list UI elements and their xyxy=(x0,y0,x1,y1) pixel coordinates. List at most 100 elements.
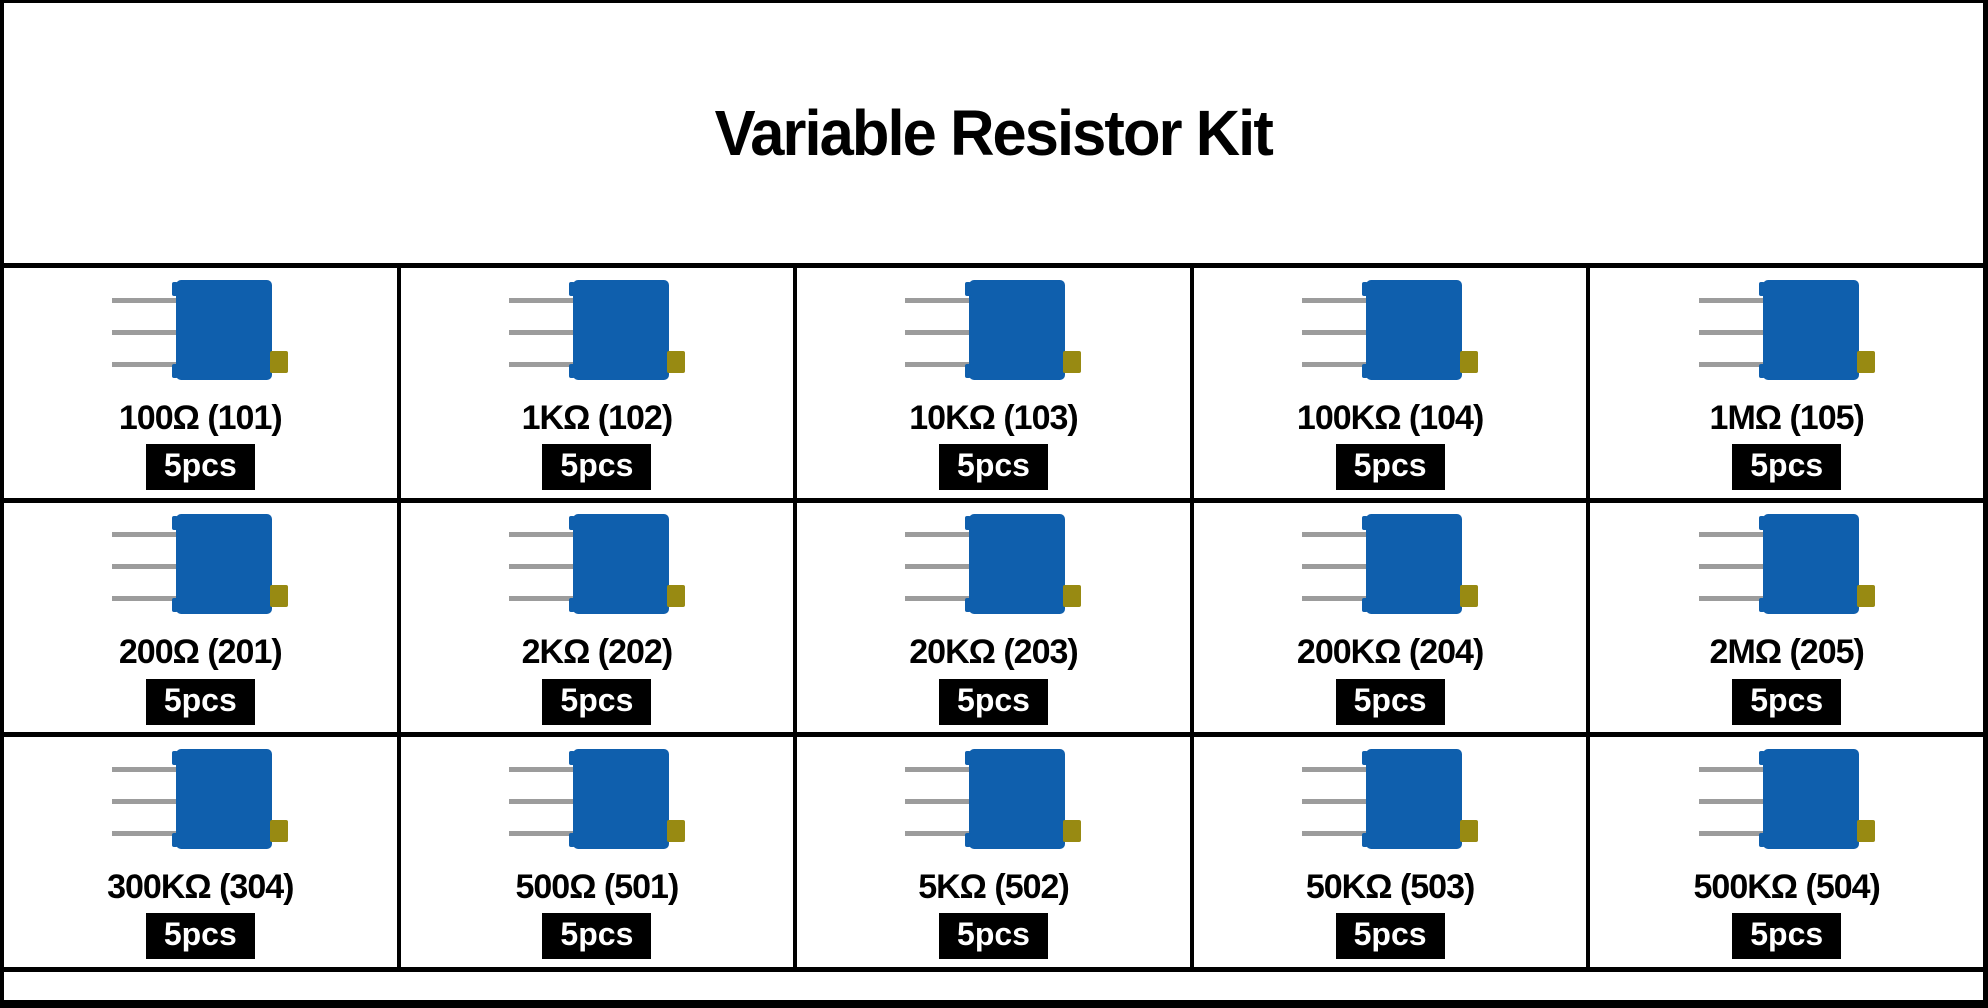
pot-pin-icon xyxy=(1302,297,1370,303)
resistance-value-label: 200Ω (201) xyxy=(118,633,283,672)
pot-pin-icon xyxy=(112,361,180,367)
pot-pin-icon xyxy=(112,532,180,538)
trimmer-potentiometer-icon xyxy=(905,514,1082,618)
pot-body-icon xyxy=(965,279,1066,380)
resistor-cell: 5KΩ (502) 5pcs xyxy=(797,737,1190,967)
pot-pin-icon xyxy=(905,361,973,367)
resistor-cell: 10KΩ (103) 5pcs xyxy=(797,268,1190,498)
resistance-value-label: 500Ω (501) xyxy=(515,867,679,906)
header: Variable Resistor Kit xyxy=(4,3,1983,268)
trimmer-potentiometer-icon xyxy=(1698,514,1875,618)
resistor-cell: 200KΩ (204) 5pcs xyxy=(1193,502,1587,733)
quantity-badge: 5pcs xyxy=(145,913,255,960)
pot-pin-icon xyxy=(1698,596,1766,602)
quantity-badge: 5pcs xyxy=(542,913,652,960)
pot-pin-icon xyxy=(1698,361,1766,367)
resistance-value-label: 5KΩ (502) xyxy=(918,867,1070,906)
quantity-badge: 5pcs xyxy=(1732,443,1842,491)
pot-pin-icon xyxy=(112,798,180,804)
pot-pin-icon xyxy=(1698,564,1766,570)
resistor-cell: 20KΩ (203) 5pcs xyxy=(797,502,1190,733)
trimmer-potentiometer-icon xyxy=(905,748,1082,853)
pot-adjust-screw-icon xyxy=(1460,350,1479,373)
pot-pin-icon xyxy=(112,766,180,772)
pot-pin-icon xyxy=(905,830,973,836)
pot-pin-icon xyxy=(508,361,576,367)
quantity-badge: 5pcs xyxy=(542,678,652,725)
pot-pin-icon xyxy=(1302,766,1370,772)
pot-body-icon xyxy=(1362,279,1463,380)
trimmer-potentiometer-icon xyxy=(112,748,289,853)
pot-pin-icon xyxy=(905,798,973,804)
pot-pin-icon xyxy=(508,798,576,804)
resistance-value-label: 1KΩ (102) xyxy=(521,398,674,437)
resistor-cell: 2KΩ (202) 5pcs xyxy=(400,502,794,733)
pot-pin-icon xyxy=(508,830,576,836)
quantity-badge: 5pcs xyxy=(939,678,1048,725)
resistance-value-label: 500KΩ (504) xyxy=(1693,867,1881,906)
resistor-grid: 100Ω (101) 5pcs 1KΩ (102) 5pcs 10KΩ (103… xyxy=(4,268,1983,967)
pot-pin-icon xyxy=(1302,830,1370,836)
pot-adjust-screw-icon xyxy=(1460,819,1479,842)
pot-pin-icon xyxy=(1698,329,1766,335)
resistance-value-label: 100Ω (101) xyxy=(118,398,283,437)
pot-pin-icon xyxy=(112,297,180,303)
pot-body-icon xyxy=(568,514,669,615)
pot-pin-icon xyxy=(112,830,180,836)
pot-pin-icon xyxy=(1698,830,1766,836)
pot-adjust-screw-icon xyxy=(1063,350,1082,373)
pot-adjust-screw-icon xyxy=(270,585,289,608)
pot-pin-icon xyxy=(1302,532,1370,538)
resistor-cell: 100KΩ (104) 5pcs xyxy=(1193,268,1587,498)
resistor-cell: 100Ω (101) 5pcs xyxy=(4,268,397,498)
resistance-value-label: 20KΩ (203) xyxy=(909,633,1078,672)
resistance-value-label: 2KΩ (202) xyxy=(521,633,674,672)
quantity-badge: 5pcs xyxy=(939,443,1048,491)
resistor-cell: 500KΩ (504) 5pcs xyxy=(1590,737,1983,967)
pot-pin-icon xyxy=(1698,297,1766,303)
pot-pin-icon xyxy=(508,297,576,303)
pot-pin-icon xyxy=(905,329,973,335)
pot-pin-icon xyxy=(905,532,973,538)
resistance-value-label: 10KΩ (103) xyxy=(909,398,1078,437)
pot-pin-icon xyxy=(905,297,973,303)
pot-pin-icon xyxy=(112,596,180,602)
pot-pin-icon xyxy=(112,329,180,335)
pot-body-icon xyxy=(1362,514,1463,615)
pot-pin-icon xyxy=(508,564,576,570)
quantity-badge: 5pcs xyxy=(145,678,255,725)
pot-pin-icon xyxy=(1302,361,1370,367)
resistance-value-label: 1MΩ (105) xyxy=(1709,398,1865,437)
pot-pin-icon xyxy=(508,329,576,335)
quantity-badge: 5pcs xyxy=(1335,443,1445,491)
pot-adjust-screw-icon xyxy=(270,350,289,373)
pot-adjust-screw-icon xyxy=(1856,350,1875,373)
pot-pin-icon xyxy=(1698,798,1766,804)
resistor-cell: 1KΩ (102) 5pcs xyxy=(400,268,794,498)
quantity-badge: 5pcs xyxy=(1732,913,1842,960)
resistance-value-label: 50KΩ (503) xyxy=(1305,867,1475,906)
quantity-badge: 5pcs xyxy=(542,443,652,491)
pot-adjust-screw-icon xyxy=(1856,819,1875,842)
pot-adjust-screw-icon xyxy=(1460,585,1479,608)
pot-body-icon xyxy=(965,514,1066,615)
trimmer-potentiometer-icon xyxy=(1302,514,1479,618)
trimmer-potentiometer-icon xyxy=(112,279,289,384)
trimmer-potentiometer-icon xyxy=(905,279,1082,384)
quantity-badge: 5pcs xyxy=(145,443,255,491)
pot-adjust-screw-icon xyxy=(666,585,685,608)
pot-adjust-screw-icon xyxy=(1856,585,1875,608)
resistor-cell: 50KΩ (503) 5pcs xyxy=(1193,737,1587,967)
trimmer-potentiometer-icon xyxy=(1302,748,1479,853)
pot-adjust-screw-icon xyxy=(1063,585,1082,608)
pot-pin-icon xyxy=(905,766,973,772)
pot-adjust-screw-icon xyxy=(666,350,685,373)
trimmer-potentiometer-icon xyxy=(112,514,289,618)
resistance-value-label: 2MΩ (205) xyxy=(1709,633,1865,672)
trimmer-potentiometer-icon xyxy=(508,514,685,618)
pot-body-icon xyxy=(172,514,273,615)
resistance-value-label: 300KΩ (304) xyxy=(107,867,294,906)
quantity-badge: 5pcs xyxy=(1335,678,1445,725)
pot-pin-icon xyxy=(1302,329,1370,335)
